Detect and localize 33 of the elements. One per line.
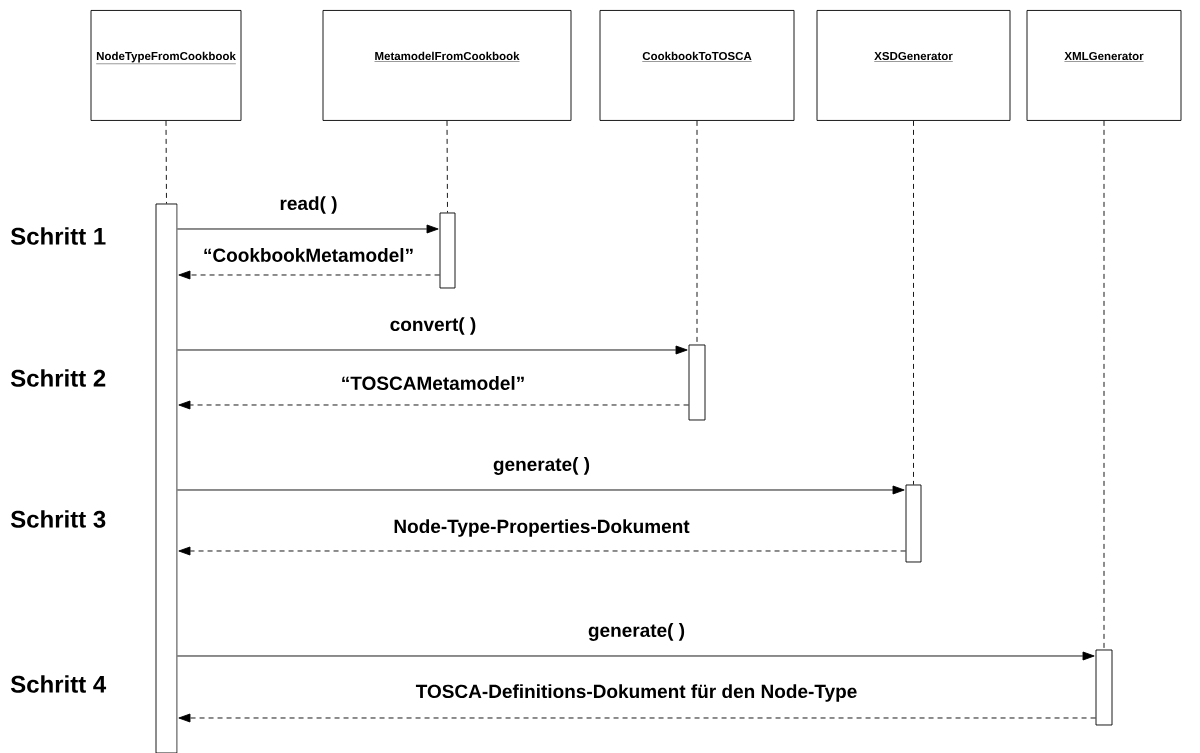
step-label: Schritt 3 (10, 510, 106, 528)
message-arrow (178, 713, 1096, 723)
message-arrow (178, 400, 689, 410)
lifeline-head-box: XMLGenerator (1026, 10, 1182, 121)
message-arrow (177, 651, 1095, 661)
message-arrow (178, 270, 440, 280)
lifeline-head-box: XSDGenerator (816, 10, 1011, 121)
message-arrow (178, 546, 906, 556)
step-label: Schritt 2 (10, 369, 106, 387)
message-label: generate( ) (491, 456, 592, 476)
message-arrow (177, 485, 905, 495)
lifeline (446, 120, 448, 213)
message-arrow (177, 345, 688, 355)
activation-bar (439, 212, 456, 289)
activation-bar (155, 203, 178, 753)
lifeline (913, 120, 914, 485)
activation-bar (905, 484, 922, 563)
lifeline-head-box: CookbookToTOSCA (599, 10, 795, 121)
message-label: convert( ) (388, 316, 478, 336)
message-label: “TOSCAMetamodel” (339, 375, 527, 391)
message-label: Node-Type-Properties-Dokument (392, 518, 691, 538)
message-label: TOSCA-Definitions-Dokument für den Node-Type (414, 683, 859, 703)
step-label: Schritt 4 (10, 675, 107, 693)
lifeline-head-box: NodeTypeFromCookbook (90, 10, 242, 121)
step-label: Schritt 1 (10, 227, 106, 245)
message-label: read( ) (278, 195, 339, 215)
activation-bar (1095, 649, 1113, 726)
message-label: “CookbookMetamodel” (201, 247, 416, 263)
message-arrow (177, 224, 439, 234)
message-label: generate( ) (586, 622, 687, 642)
lifeline-head-box: MetamodelFromCookbook (322, 10, 572, 121)
lifeline (165, 120, 167, 204)
activation-bar (688, 344, 706, 421)
